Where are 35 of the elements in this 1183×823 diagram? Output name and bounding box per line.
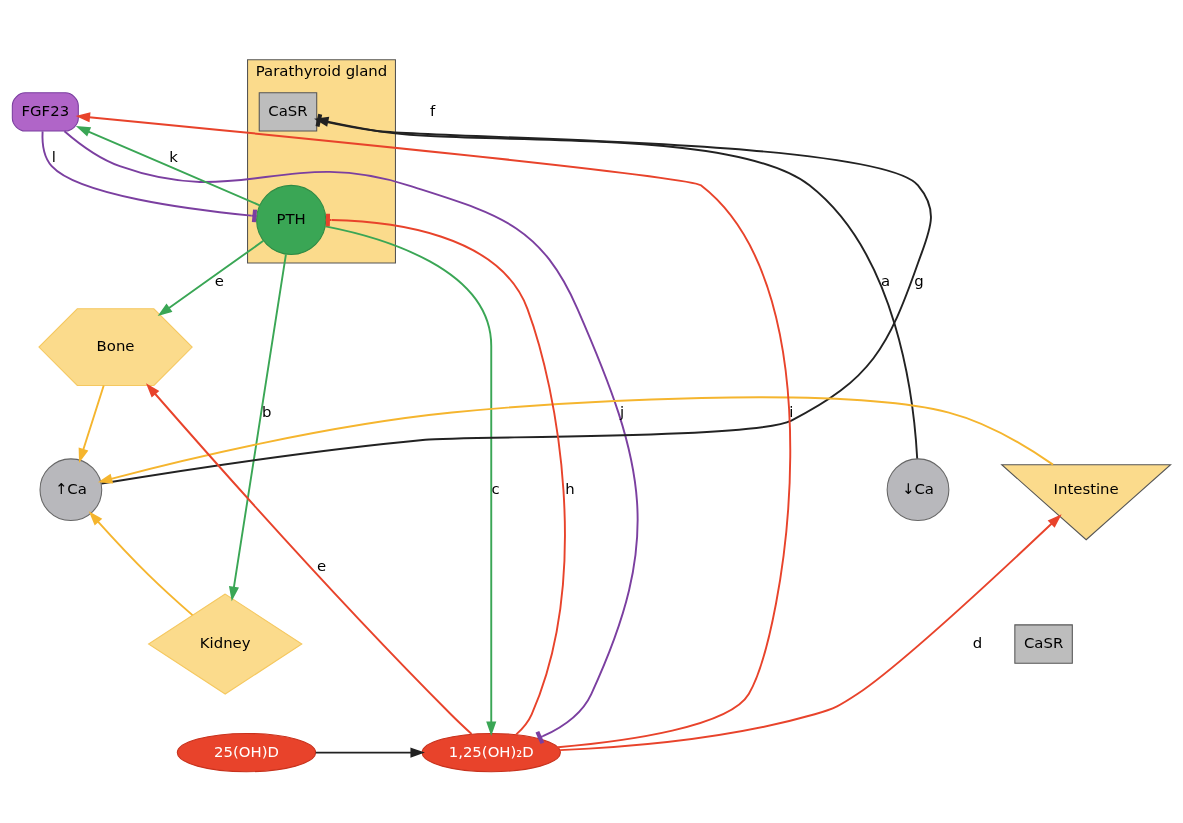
node-diamond: Kidney xyxy=(147,593,303,695)
arrow xyxy=(88,511,194,617)
edge-label: a xyxy=(880,271,891,290)
arrow xyxy=(145,383,473,735)
arrow xyxy=(157,239,265,317)
arrow xyxy=(78,384,105,463)
node-circle: ↓Ca xyxy=(886,458,950,522)
edge-label: b xyxy=(261,402,272,421)
edge-label: c xyxy=(491,479,500,498)
node-circle: PTH xyxy=(256,184,327,256)
edge-label: g xyxy=(914,271,924,290)
arrow xyxy=(75,112,792,749)
arrow xyxy=(75,126,261,207)
node-box: CaSR xyxy=(1014,624,1073,664)
node-ellipse: 25(OH)D xyxy=(176,732,317,773)
arrow xyxy=(314,116,919,460)
node-box: CaSR xyxy=(258,92,318,132)
edge-label: l xyxy=(51,148,56,167)
connector xyxy=(100,113,932,485)
node-circle: ↑Ca xyxy=(39,458,103,522)
edge-label: e xyxy=(214,271,224,290)
arrow xyxy=(314,747,425,758)
edge-label: i xyxy=(789,402,794,421)
arrow xyxy=(324,225,497,736)
node-box: FGF23 xyxy=(11,92,79,132)
arrow xyxy=(228,253,287,602)
arrow xyxy=(559,514,1062,752)
edge-label: e xyxy=(316,556,327,575)
edge-label: j xyxy=(620,402,625,421)
edge-label: d xyxy=(972,633,983,652)
edge-label: k xyxy=(169,148,178,167)
edge-label: h xyxy=(565,479,575,498)
connector xyxy=(63,130,639,745)
label: f xyxy=(430,101,436,120)
arrow xyxy=(97,396,1054,484)
